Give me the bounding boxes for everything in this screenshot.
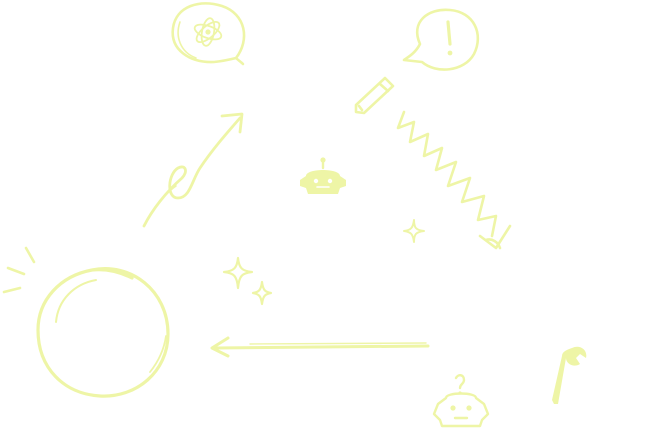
robot-head-icon: [300, 157, 346, 194]
curved-loop-arrow-icon: [142, 112, 244, 228]
left-arrow-icon: [210, 336, 430, 358]
zigzag-arrow-icon: [396, 110, 512, 250]
pencil-icon: [354, 76, 395, 115]
sparkle-icon: [403, 219, 425, 243]
sparkle-icon: [222, 256, 273, 306]
speech-bubble-exclamation-icon: [402, 8, 480, 71]
confused-robot-icon: [432, 374, 490, 428]
wrench-icon: [552, 346, 587, 404]
thought-bubble-atom-icon: [171, 2, 246, 66]
circle-sketch-icon: [36, 267, 170, 398]
impact-lines-icon: [2, 246, 36, 294]
